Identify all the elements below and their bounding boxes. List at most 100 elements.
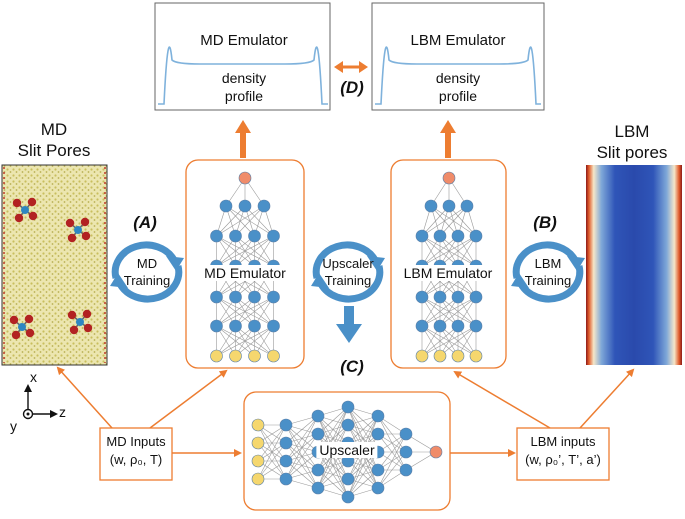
md-inputs-box bbox=[99, 427, 173, 481]
network-node bbox=[442, 171, 456, 185]
lbm-inputs-line2: (w, ρ₀’, T’, a’) bbox=[525, 452, 601, 467]
md-pores-title: MD Slit Pores bbox=[18, 119, 91, 161]
md-plot-title: MD Emulator bbox=[200, 32, 288, 49]
network-node bbox=[433, 229, 447, 243]
md-training-cycle bbox=[110, 241, 184, 303]
network-node bbox=[311, 427, 325, 441]
network-node bbox=[311, 463, 325, 477]
molecule bbox=[67, 309, 93, 335]
molecule bbox=[65, 217, 91, 243]
molecule bbox=[9, 314, 35, 340]
lbm-plot-label-line1: density bbox=[435, 70, 481, 86]
network-node bbox=[248, 319, 261, 333]
lbm-inputs-to-lbm-pore-arrow bbox=[579, 368, 635, 429]
network-node bbox=[279, 418, 293, 432]
network-node bbox=[238, 171, 252, 185]
lbm-pores-title-line2: Slit pores bbox=[596, 143, 668, 162]
network-node bbox=[210, 349, 223, 363]
network-node bbox=[451, 229, 465, 243]
marker-c: (C) bbox=[340, 357, 364, 376]
lbm-inputs-label: LBM inputs (w, ρ₀’, T’, a’) bbox=[525, 433, 601, 469]
network-node bbox=[415, 290, 429, 304]
lbm-emulator-to-plot-arrow bbox=[440, 120, 456, 158]
network-node bbox=[210, 229, 223, 243]
network-node bbox=[311, 409, 325, 423]
md-density-plot bbox=[154, 2, 331, 111]
coordinate-axes bbox=[22, 384, 58, 420]
network-node bbox=[460, 199, 474, 213]
network-node bbox=[210, 319, 223, 333]
lbm-inputs-box bbox=[516, 427, 610, 481]
network-node bbox=[451, 349, 465, 363]
network-node bbox=[451, 319, 465, 333]
network-node bbox=[311, 481, 325, 495]
network-node bbox=[341, 490, 355, 504]
network-node bbox=[399, 445, 413, 459]
upscaler-training-line2: Training bbox=[324, 273, 372, 288]
md-inputs-label: MD Inputs (w, ρ₀, T) bbox=[106, 433, 165, 469]
network-node bbox=[371, 427, 385, 441]
md-training-line2: Training bbox=[123, 273, 171, 288]
network-node bbox=[341, 400, 355, 414]
molecule bbox=[12, 197, 38, 223]
axis-y-label: y bbox=[10, 418, 17, 434]
network-node bbox=[229, 290, 242, 304]
upscaler-training-label: Upscaler Training bbox=[322, 255, 373, 289]
network-node bbox=[267, 349, 280, 363]
upscaler-label: Upscaler bbox=[316, 442, 378, 458]
lbm-emulator-box bbox=[390, 159, 507, 369]
upscaler-training-line1: Upscaler bbox=[322, 256, 374, 271]
network-node bbox=[219, 199, 233, 213]
lbm-training-label: LBM Training bbox=[525, 255, 571, 289]
md-training-line1: MD bbox=[136, 256, 158, 271]
lbm-training-cycle bbox=[511, 241, 585, 303]
network-node bbox=[238, 199, 252, 213]
network-node bbox=[433, 290, 447, 304]
network-node bbox=[399, 427, 413, 441]
lbm-pores-title: LBM Slit pores bbox=[597, 121, 668, 163]
d-double-arrow bbox=[334, 61, 368, 73]
network-node bbox=[371, 463, 385, 477]
lbm-density-curve bbox=[375, 46, 541, 105]
md-emulator-label: MD Emulator bbox=[201, 265, 289, 281]
md-emulator-to-plot-arrow bbox=[235, 120, 251, 158]
network-node bbox=[229, 319, 242, 333]
connector-arrows bbox=[56, 366, 635, 457]
lbm-emulator-label: LBM Emulator bbox=[400, 265, 496, 281]
md-emulator-box bbox=[185, 159, 305, 369]
network-node bbox=[415, 229, 429, 243]
network-node bbox=[415, 349, 429, 363]
md-pores-title-line2: Slit Pores bbox=[17, 141, 91, 160]
md-inputs-line1: MD Inputs bbox=[106, 434, 166, 449]
md-inputs-to-md-emulator-arrow bbox=[149, 369, 228, 429]
network-node bbox=[251, 472, 265, 486]
network-node bbox=[279, 436, 293, 450]
marker-d: (D) bbox=[340, 78, 364, 97]
network-node bbox=[429, 445, 443, 459]
network-node bbox=[399, 463, 413, 477]
lbm-inputs-line1: LBM inputs bbox=[530, 434, 596, 449]
md-training-label: MD Training bbox=[124, 255, 170, 289]
network-node bbox=[267, 229, 280, 243]
md-inputs-line2: (w, ρ₀, T) bbox=[109, 452, 163, 467]
network-node bbox=[341, 418, 355, 432]
lbm-slit-pore bbox=[586, 165, 682, 365]
network-node bbox=[451, 290, 465, 304]
network-node bbox=[469, 290, 483, 304]
network-node bbox=[257, 199, 271, 213]
marker-a: (A) bbox=[133, 213, 157, 232]
network-node bbox=[251, 454, 265, 468]
network-node bbox=[279, 454, 293, 468]
network-node bbox=[251, 436, 265, 450]
neural-networks bbox=[210, 171, 483, 504]
network-node bbox=[424, 199, 438, 213]
upscaler-training-cycle bbox=[311, 241, 385, 303]
md-plot-label-line2: profile bbox=[224, 88, 264, 104]
md-plot-label: density profile bbox=[222, 69, 266, 105]
network-node bbox=[415, 319, 429, 333]
network-node bbox=[248, 229, 261, 243]
network-node bbox=[267, 290, 280, 304]
network-node bbox=[371, 481, 385, 495]
network-node bbox=[469, 319, 483, 333]
lbm-inputs-to-lbm-emulator-arrow bbox=[453, 370, 551, 429]
